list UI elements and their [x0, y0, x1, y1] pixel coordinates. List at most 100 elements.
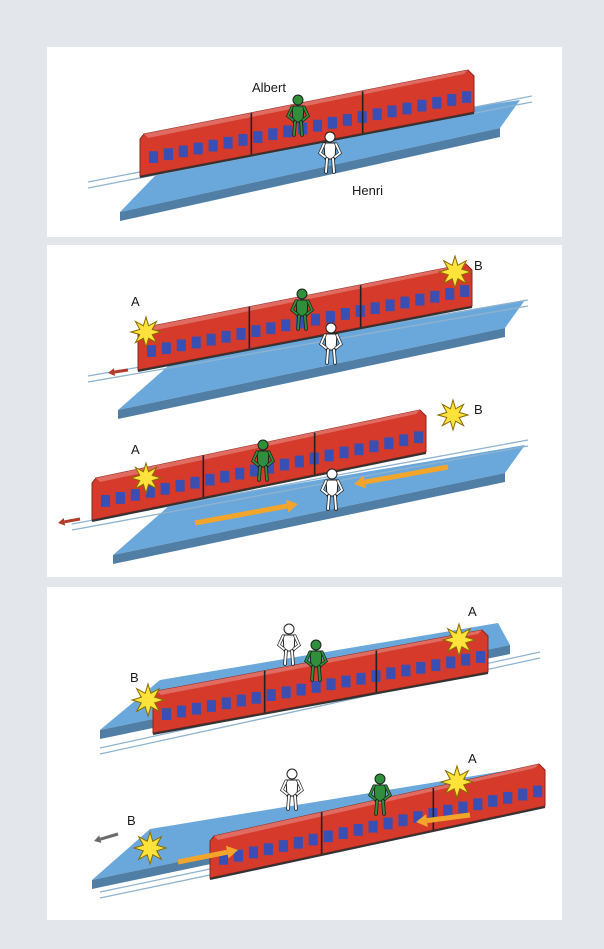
train-window: [192, 703, 201, 715]
scene2a-label-a: A: [131, 295, 140, 308]
train-window: [309, 834, 318, 846]
train-window: [313, 120, 322, 132]
train-window: [460, 285, 469, 297]
train-window: [518, 789, 527, 801]
train-window: [222, 697, 231, 709]
train-window: [383, 818, 392, 830]
scene2b-label-b: B: [474, 403, 483, 416]
train-window: [324, 830, 333, 842]
train-window: [458, 802, 467, 814]
train-window: [192, 337, 201, 349]
henri-label: Henri: [352, 184, 383, 197]
train-window: [162, 342, 171, 354]
train-window: [388, 105, 397, 117]
train-window: [162, 708, 171, 720]
train-window: [279, 840, 288, 852]
train-window: [235, 468, 244, 480]
train-window: [399, 434, 408, 446]
train-window: [161, 483, 170, 495]
train-window: [283, 125, 292, 137]
person-head: [258, 440, 268, 450]
train-window: [443, 805, 452, 817]
train-window: [447, 94, 456, 106]
train-window: [373, 108, 382, 120]
train-window: [116, 492, 125, 504]
train-window: [220, 471, 229, 483]
train-window: [488, 795, 497, 807]
train-window: [402, 103, 411, 115]
train-window: [297, 684, 306, 696]
person-head: [326, 323, 336, 333]
train-window: [268, 128, 277, 140]
train-window: [414, 431, 423, 443]
train-window: [131, 489, 140, 501]
train-window: [369, 821, 378, 833]
train-window: [237, 695, 246, 707]
train-window: [294, 837, 303, 849]
train-window: [354, 824, 363, 836]
train-window: [264, 843, 273, 855]
train-window: [326, 311, 335, 323]
train-window: [369, 440, 378, 452]
arrow-head: [58, 518, 65, 526]
train-window: [341, 676, 350, 688]
train-window: [249, 847, 258, 859]
train-window: [280, 459, 289, 471]
train-window: [177, 706, 186, 718]
scene3a-label-b: B: [130, 671, 139, 684]
train-window: [190, 477, 199, 489]
train-window: [446, 657, 455, 669]
lightning-flash-icon: [441, 766, 473, 798]
train-window: [343, 114, 352, 126]
train-window: [354, 443, 363, 455]
train-window: [266, 322, 275, 334]
train-window: [356, 673, 365, 685]
train-window: [179, 145, 188, 157]
lightning-flash-icon: [131, 317, 161, 347]
train-window: [503, 792, 512, 804]
train-window: [384, 437, 393, 449]
lightning-flash-icon: [131, 463, 161, 493]
train-window: [432, 97, 441, 109]
train-window: [147, 345, 156, 357]
train-window: [430, 291, 439, 303]
train-window: [224, 137, 233, 149]
lightning-flash-icon: [134, 832, 166, 864]
train-window: [251, 325, 260, 337]
train-window: [149, 151, 158, 163]
motion-arrow-left: [94, 834, 118, 843]
scene3b-label-b: B: [127, 814, 136, 827]
train-window: [326, 678, 335, 690]
motion-arrow-left: [58, 518, 80, 526]
train-window: [267, 689, 276, 701]
train-window: [222, 331, 231, 343]
train-window: [431, 659, 440, 671]
person-head: [297, 289, 307, 299]
train-window: [417, 100, 426, 112]
train-window: [400, 297, 409, 309]
person-head: [311, 640, 321, 650]
train-window: [209, 140, 218, 152]
person-head: [327, 469, 337, 479]
train-window: [398, 814, 407, 826]
train-window: [282, 686, 291, 698]
train-window: [533, 785, 542, 797]
train-window: [473, 798, 482, 810]
train-window: [371, 302, 380, 314]
lightning-flash-icon: [132, 684, 164, 716]
arrow-shaft: [64, 519, 80, 522]
train-window: [281, 319, 290, 331]
train-window: [415, 294, 424, 306]
train-window: [462, 91, 471, 103]
person-head: [325, 132, 335, 142]
train-window: [205, 474, 214, 486]
train-window: [207, 334, 216, 346]
train-window: [328, 117, 337, 129]
lightning-flash-icon: [438, 400, 468, 430]
train-window: [194, 143, 203, 155]
train-window: [295, 456, 304, 468]
train-window: [312, 681, 321, 693]
person-head: [287, 769, 297, 779]
person-head: [284, 624, 294, 634]
